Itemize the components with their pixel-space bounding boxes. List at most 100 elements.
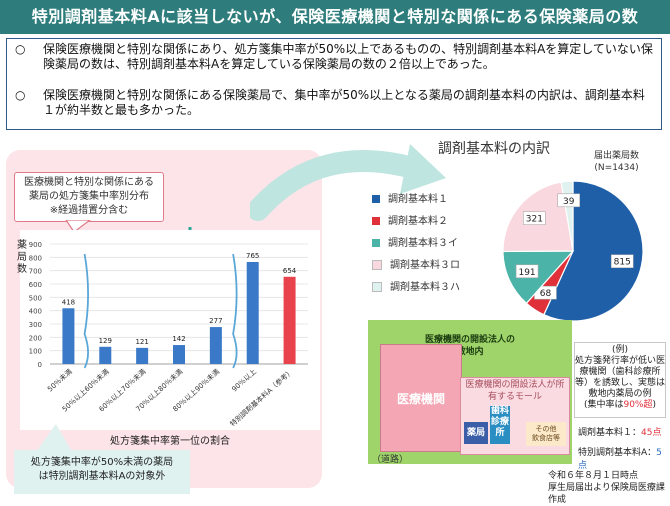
break-line bbox=[232, 253, 238, 369]
pie-slice bbox=[543, 180, 644, 322]
fee-label: 特別調剤基本料A： bbox=[578, 448, 657, 458]
callout-line: 薬局の処方箋集中率別分布 bbox=[29, 191, 149, 202]
bar bbox=[173, 345, 185, 364]
bar bbox=[209, 327, 222, 364]
summary-point-2: ○ 保険医療機関と特別な関係にある保険薬局で、集中率が50%以上となる薬局の調剤… bbox=[15, 88, 655, 128]
x-tick-label: 特別調剤基本料A（参考） bbox=[228, 367, 295, 428]
y-tick-label: 400 bbox=[29, 308, 42, 316]
distribution-callout: 医療機関と特別な関係にある 薬局の処方箋集中率別分布 ※経過措置分含む bbox=[14, 172, 164, 222]
dental-line: 所 bbox=[495, 428, 505, 438]
svg-text:321: 321 bbox=[526, 215, 543, 225]
bubble-line: 処方箋集中率が50%未満の薬局 bbox=[30, 457, 174, 468]
summary-box: ○ 保険医療機関と特別な関係にあり、処方箋集中率が50%以上であるものの、特別調… bbox=[6, 38, 662, 130]
svg-text:191: 191 bbox=[518, 268, 535, 278]
footer-line: 令和６年８月１日時点 bbox=[548, 471, 639, 481]
y-tick-label: 700 bbox=[29, 268, 42, 276]
bullet-mark: ○ bbox=[15, 42, 26, 56]
bar bbox=[246, 262, 259, 364]
bar bbox=[283, 276, 296, 364]
note-bubble: 処方箋集中率が50%未満の薬局 は特別調剤基本料Aの対象外 bbox=[14, 450, 190, 494]
bar-chart: 薬局数010020030040050060070080090041850％未満1… bbox=[17, 239, 308, 447]
y-tick-label: 200 bbox=[29, 334, 42, 342]
footer-note: 令和６年８月１日時点 厚生局届出より保険局医療課作成 bbox=[548, 470, 670, 506]
mall-label-line: 医療機関の開設法人が所 bbox=[465, 380, 565, 390]
other-shop-line: その他 bbox=[535, 425, 557, 433]
x-tick-label: 90％以上 bbox=[230, 367, 258, 394]
pie-value-label: 815 bbox=[610, 254, 634, 269]
break-line bbox=[83, 253, 89, 369]
dental-clinic-block: 歯科 診療 所 bbox=[490, 406, 510, 444]
callout-pointer-icon bbox=[65, 220, 91, 233]
bar-value-label: 277 bbox=[209, 317, 222, 325]
svg-text:39: 39 bbox=[563, 197, 575, 207]
svg-text:815: 815 bbox=[614, 258, 631, 268]
bar-value-label: 654 bbox=[283, 267, 297, 275]
curved-arrow-icon bbox=[250, 144, 446, 221]
example-highlight: 90%超 bbox=[623, 400, 653, 410]
pie-value-label: 191 bbox=[515, 264, 539, 279]
y-tick-label: 900 bbox=[29, 241, 42, 249]
example-text: ) bbox=[652, 400, 657, 410]
bullet-mark: ○ bbox=[15, 88, 26, 102]
hospital-block: 医療機関 bbox=[380, 344, 462, 452]
legend-swatch bbox=[372, 195, 380, 203]
pie-note-line: (N=1434) bbox=[594, 163, 639, 173]
callout-line: ※経過措置分含む bbox=[49, 205, 129, 216]
bar bbox=[62, 308, 75, 364]
page-title: 特別調剤基本料Aに該当しないが、保険医療機関と特別な関係にある保険薬局の数 bbox=[0, 0, 670, 34]
legend-item: 調剤基本料２ bbox=[372, 212, 448, 227]
legend-swatch bbox=[372, 282, 382, 292]
example-line: 等）を誘致し、実態は bbox=[575, 378, 666, 388]
bubble-line: は特別調剤基本料Aの対象外 bbox=[38, 471, 166, 482]
fee-value: 45点 bbox=[641, 428, 662, 438]
bubble-pointer-icon bbox=[36, 424, 72, 452]
mall-label-line: 有するモール bbox=[487, 392, 542, 402]
premises-title-line: 医療機関の開設法人の bbox=[424, 335, 515, 345]
pie-chart: 815 68 191 321 39 bbox=[502, 180, 644, 322]
y-axis-label: 薬局数 bbox=[17, 239, 27, 275]
example-line: 療機関（歯科診療所 bbox=[579, 367, 661, 377]
dental-line: 診療 bbox=[490, 417, 509, 427]
legend-label: 調剤基本料３イ bbox=[388, 238, 458, 249]
x-tick-label: 50％未満 bbox=[46, 367, 74, 394]
legend-label: 調剤基本料２ bbox=[388, 216, 448, 227]
mall-label: 医療機関の開設法人が所 有するモール bbox=[462, 379, 568, 403]
legend-item: 調剤基本料１ bbox=[372, 190, 448, 205]
y-tick-label: 500 bbox=[29, 294, 42, 302]
callout-line: 医療機関と特別な関係にある bbox=[24, 177, 154, 188]
premises-title-line: 敷地内 bbox=[456, 347, 484, 357]
legend-label: 調剤基本料３ハ bbox=[390, 282, 460, 293]
pie-value-label: 68 bbox=[534, 285, 557, 300]
y-tick-label: 600 bbox=[29, 281, 42, 289]
y-tick-label: 100 bbox=[29, 348, 42, 356]
other-shop-block: その他 飲食店等 bbox=[526, 422, 566, 446]
y-tick-label: 800 bbox=[29, 254, 42, 262]
pie-value-label: 321 bbox=[523, 211, 546, 225]
footer-line: 厚生局届出より保険局医療課作成 bbox=[548, 483, 665, 505]
legend-swatch bbox=[372, 239, 380, 247]
fee-label: 調剤基本料１： bbox=[578, 428, 642, 438]
legend-item: 調剤基本料３イ bbox=[372, 234, 458, 249]
pie-value-label: 39 bbox=[557, 193, 580, 208]
bar-value-label: 418 bbox=[62, 298, 75, 306]
premises-title: 医療機関の開設法人の 敷地内 bbox=[368, 334, 572, 358]
y-tick-label: 300 bbox=[29, 321, 42, 329]
bar-value-label: 765 bbox=[246, 252, 259, 260]
legend-label: 調剤基本料３ロ bbox=[390, 260, 460, 271]
example-line: 敷地内薬局の例 bbox=[588, 389, 652, 399]
svg-text:68: 68 bbox=[540, 289, 552, 299]
example-text: (集中率は bbox=[583, 400, 624, 410]
bar bbox=[136, 347, 149, 364]
legend-label: 調剤基本料１ bbox=[388, 194, 448, 205]
summary-point-1-text: 保険医療機関と特別な関係にあり、処方箋集中率が50%以上であるものの、特別調剤基… bbox=[43, 42, 653, 71]
x-axis-label: 処方箋集中率第一位の割合 bbox=[110, 434, 230, 447]
example-line: 処方箋発行率が低い医 bbox=[575, 356, 666, 366]
y-tick-label: 0 bbox=[38, 361, 42, 369]
road-label: （道路） bbox=[372, 455, 409, 465]
pharmacy-block: 薬局 bbox=[464, 422, 488, 444]
pie-title: 調剤基本料の内訳 bbox=[438, 141, 550, 157]
legend-swatch bbox=[372, 260, 382, 270]
legend-item: 調剤基本料３ロ bbox=[372, 256, 460, 271]
pie-note-line: 届出薬局数 bbox=[594, 151, 640, 161]
pie-note: 届出薬局数 (N=1434) bbox=[594, 150, 639, 174]
